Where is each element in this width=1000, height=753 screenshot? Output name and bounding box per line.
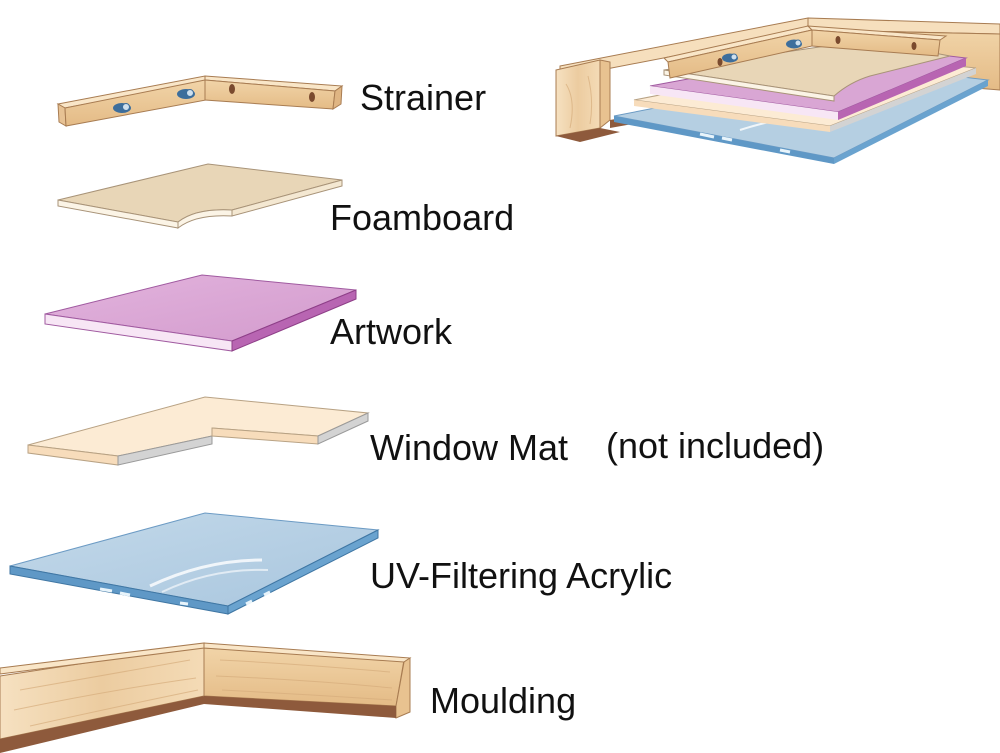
acrylic-piece xyxy=(9,512,380,615)
assembled-frame xyxy=(555,17,1000,164)
foamboard-piece xyxy=(57,163,343,230)
label-moulding: Moulding xyxy=(430,680,577,721)
strainer-piece xyxy=(56,75,344,127)
label-strainer: Strainer xyxy=(360,77,487,118)
label-artwork: Artwork xyxy=(330,311,453,352)
turn-button-icon xyxy=(786,39,802,49)
window-mat-piece xyxy=(27,396,370,466)
label-uv-acrylic: UV-Filtering Acrylic xyxy=(370,555,673,596)
turn-button-icon xyxy=(113,103,131,113)
label-foamboard: Foamboard xyxy=(330,197,515,238)
turn-button-icon xyxy=(177,89,195,99)
turn-button-icon xyxy=(722,53,738,63)
label-window-mat: Window Mat xyxy=(370,427,569,468)
artwork-piece xyxy=(44,274,357,352)
moulding-piece xyxy=(0,642,412,753)
label-window-mat-note: (not included) xyxy=(606,425,825,466)
